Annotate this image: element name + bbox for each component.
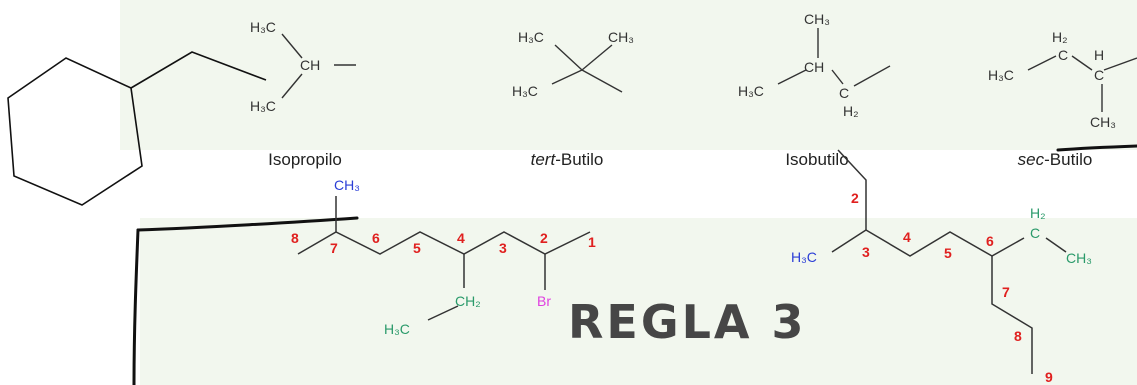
molecule-2-num-2: 2 — [851, 190, 859, 206]
isobutyl-ch3: CH₃ — [804, 11, 830, 27]
tert-h3c-bottom: H₃C — [512, 83, 538, 99]
molecule-2-top-chain — [837, 149, 867, 230]
cyclohexane-ethyl-drawing — [7, 51, 267, 206]
isobutyl-h2: H₂ — [843, 103, 859, 119]
molecule-1: CH₃ CH₂ H₃C Br 1 2 3 4 5 6 7 8 — [291, 177, 596, 337]
tert-ch3-top: CH₃ — [608, 29, 634, 45]
sec-butilo-label: sec-Butilo — [1018, 150, 1093, 169]
sec-c2: C — [1094, 67, 1104, 83]
molecule-2-h3c: H₃C — [791, 249, 817, 265]
sec-h3c: H₃C — [988, 67, 1014, 83]
molecule-2-main-chain — [865, 229, 993, 257]
molecule-2-num-7: 7 — [1002, 284, 1010, 300]
tert-butyl-structure: H₃C CH₃ H₃C — [512, 29, 634, 99]
ethyl-chain — [130, 51, 267, 89]
molecule-1-ethyl-bond-2 — [427, 305, 459, 321]
regla-title: REGLA 3 — [568, 295, 807, 349]
molecule-2-c: C — [1030, 225, 1040, 241]
isopropilo-label: Isopropilo — [268, 150, 342, 169]
isobutyl-h3c: H₃C — [738, 83, 764, 99]
isopropyl-h3c-top: H₃C — [250, 19, 276, 35]
sec-suffix: -Butilo — [1044, 150, 1092, 169]
tert-suffix: -Butilo — [555, 150, 603, 169]
frame-right-line — [1056, 144, 1137, 152]
sec-h: H — [1094, 47, 1104, 63]
sec-c: C — [1058, 47, 1068, 63]
molecule-1-ch2: CH₂ — [455, 293, 481, 309]
molecule-1-h3c: H₃C — [384, 321, 410, 337]
molecule-1-num-5: 5 — [413, 240, 421, 256]
molecule-1-br: Br — [537, 293, 551, 309]
molecule-2-ethyl-bond — [991, 237, 1025, 257]
molecule-2-num-6: 6 — [986, 233, 994, 249]
molecule-1-num-8: 8 — [291, 230, 299, 246]
molecule-2-num-3: 3 — [862, 244, 870, 260]
isobutyl-c: C — [839, 85, 849, 101]
molecule-1-num-6: 6 — [372, 230, 380, 246]
frame-top-line — [136, 216, 359, 232]
frame-lines — [132, 144, 1137, 385]
molecule-2-num-5: 5 — [944, 245, 952, 261]
tert-prefix: tert — [531, 150, 557, 169]
tert-h3c-top: H₃C — [518, 29, 544, 45]
molecule-2-num-9: 9 — [1045, 369, 1053, 385]
molecule-1-ch3: CH₃ — [334, 177, 360, 193]
isopropyl-ch: CH — [300, 57, 320, 73]
sec-prefix: sec — [1018, 150, 1045, 169]
molecule-2: H₃C H₂ C CH₃ 2 3 4 5 6 7 8 9 — [791, 149, 1092, 385]
molecule-1-num-2: 2 — [540, 230, 548, 246]
molecule-1-main-chain — [297, 231, 591, 255]
sec-ch3: CH₃ — [1090, 114, 1116, 130]
molecule-1-num-3: 3 — [499, 240, 507, 256]
cyclohexane-ring — [7, 57, 143, 206]
molecule-2-ch3: CH₃ — [1066, 250, 1092, 266]
molecule-2-h2: H₂ — [1030, 205, 1046, 221]
molecule-2-methyl-bond — [831, 229, 867, 253]
isopropyl-structure: H₃C H₃C CH — [250, 19, 356, 114]
molecule-2-num-8: 8 — [1014, 328, 1022, 344]
molecule-2-ethyl-bond-2 — [1045, 237, 1067, 253]
isobutyl-structure: CH₃ CH H₃C C H₂ — [738, 11, 891, 119]
molecule-1-num-4: 4 — [457, 230, 465, 246]
isobutilo-label: Isobutilo — [785, 150, 848, 169]
bottom-background-band — [140, 218, 1137, 385]
molecule-2-num-4: 4 — [903, 229, 911, 245]
frame-left-line — [132, 228, 140, 385]
isopropyl-h3c-bottom: H₃C — [250, 98, 276, 114]
tert-butilo-label: tert-Butilo — [531, 150, 604, 169]
molecule-2-lower-chain — [991, 256, 1033, 374]
molecule-1-num-1: 1 — [588, 234, 596, 250]
sec-butyl-structure: H₂ C H₃C H C CH₃ — [988, 29, 1137, 130]
sec-h2: H₂ — [1052, 29, 1068, 45]
isobutyl-ch: CH — [804, 59, 824, 75]
top-background-band — [120, 0, 1137, 150]
molecule-1-num-7: 7 — [330, 240, 338, 256]
